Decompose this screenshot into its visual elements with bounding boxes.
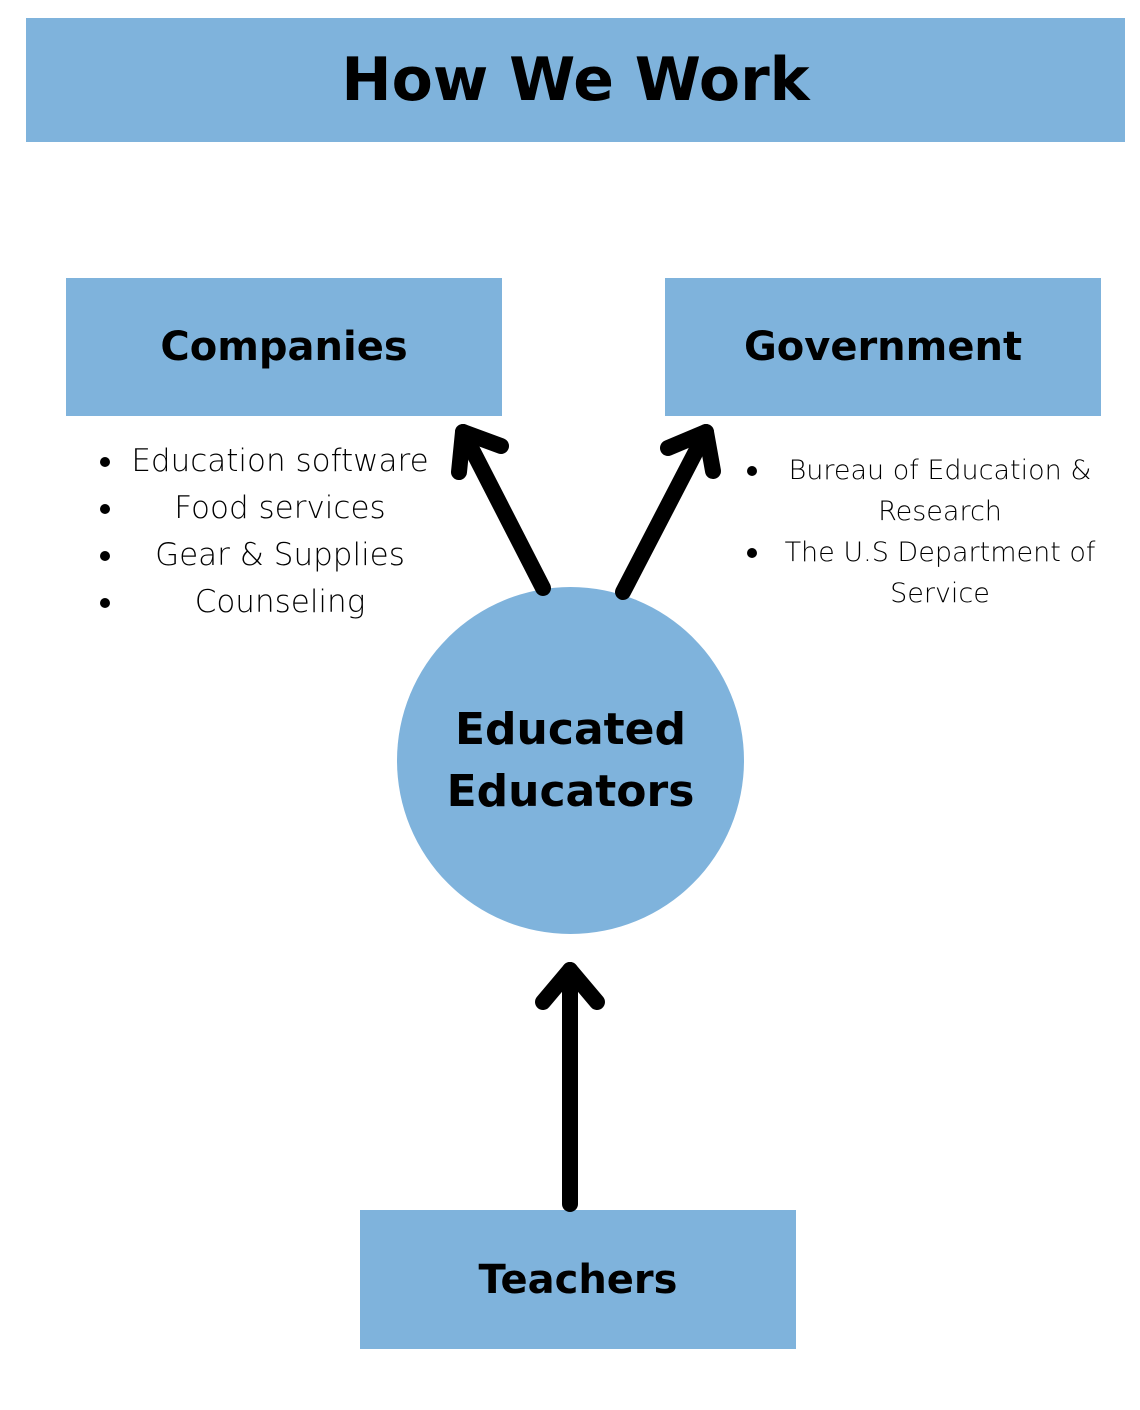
list-item: Education software <box>90 438 440 485</box>
center-label-line1: Educated <box>454 703 687 755</box>
center-label-line2: Educators <box>446 765 695 817</box>
bullet-icon <box>100 551 110 561</box>
companies-list: Education software Food services Gear & … <box>90 438 440 626</box>
bullet-icon <box>747 548 757 558</box>
bullet-icon <box>100 457 110 467</box>
list-item: The U.S Department of Service <box>740 532 1110 614</box>
list-item: Bureau of Education & Research <box>740 450 1110 532</box>
teachers-label: Teachers <box>478 1256 678 1303</box>
list-item: Food services <box>90 485 440 532</box>
bullet-icon <box>747 466 757 476</box>
educated-educators-circle: Educated Educators <box>397 587 744 934</box>
bullet-icon <box>100 598 110 608</box>
arrow-to-government <box>615 424 721 600</box>
arrow-from-teachers <box>535 962 605 1212</box>
government-label: Government <box>743 324 1023 370</box>
page-title: How We Work <box>341 45 810 115</box>
government-box: Government <box>665 278 1101 416</box>
companies-label: Companies <box>160 324 408 370</box>
list-item: Gear & Supplies <box>90 532 440 579</box>
teachers-box: Teachers <box>360 1210 796 1349</box>
government-list: Bureau of Education & Research The U.S D… <box>740 450 1110 614</box>
companies-box: Companies <box>66 278 502 416</box>
title-banner: How We Work <box>26 18 1125 142</box>
list-item: Counseling <box>90 579 440 626</box>
bullet-icon <box>100 504 110 514</box>
arrow-to-companies <box>451 424 551 596</box>
